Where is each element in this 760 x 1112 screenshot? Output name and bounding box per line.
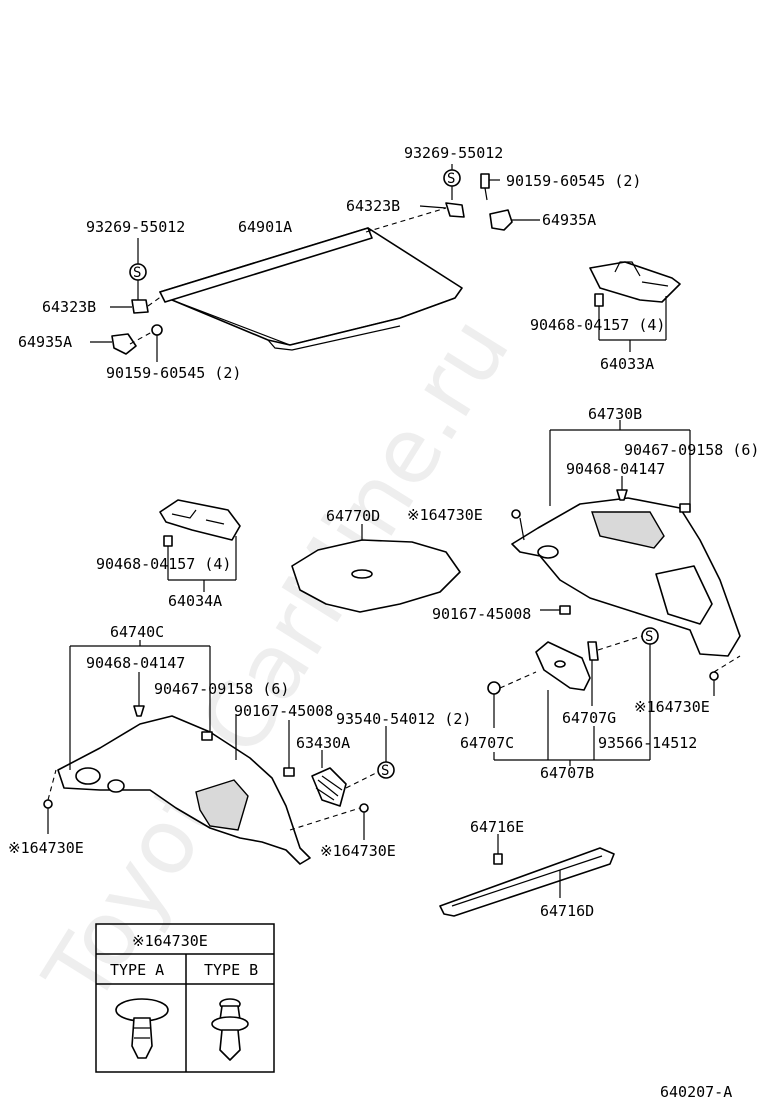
bracket-64935A-left	[111, 333, 137, 355]
screw-90167-left	[283, 767, 295, 777]
cover-lid-64707B	[535, 641, 591, 691]
label-93540-54012: 93540-54012 (2)	[336, 710, 471, 728]
clip-164730E-center	[359, 803, 369, 813]
label-90468-04157-left: 90468-04157 (4)	[96, 555, 231, 573]
label-64740C: 64740C	[110, 623, 164, 641]
label-164730E-right: ※164730E	[634, 698, 710, 716]
figure-id: 640207-A	[660, 1083, 732, 1101]
clip-164730E-right	[709, 671, 719, 681]
clip-90468-04147-left	[133, 705, 145, 717]
sill-plate-64716D	[439, 847, 615, 917]
label-90467-09158-right: 90467-09158 (6)	[624, 441, 759, 459]
grille-63430A	[311, 767, 347, 807]
label-90159-60545-top: 90159-60545 (2)	[506, 172, 641, 190]
clip-164730E-left	[43, 799, 53, 809]
label-93269-55012-left: 93269-55012	[86, 218, 185, 236]
table-col-type-a: TYPE A	[110, 961, 164, 979]
label-93566-14512: 93566-14512	[598, 734, 697, 752]
console-box-64033A	[589, 261, 681, 303]
side-trim-64730B	[511, 497, 741, 657]
screw-90167-right	[559, 605, 571, 615]
label-164730E-mid: ※164730E	[407, 506, 483, 524]
marker-s-left: S	[129, 263, 147, 281]
bracket-64323B-left	[131, 299, 149, 314]
label-64716D: 64716D	[540, 902, 594, 920]
hinge-64707G	[587, 641, 599, 661]
label-64935A-left: 64935A	[18, 333, 72, 351]
console-box-64034A	[159, 499, 241, 541]
label-164730E-center: ※164730E	[320, 842, 396, 860]
svg-text:S: S	[133, 265, 141, 281]
label-90468-04147-right: 90468-04147	[566, 460, 665, 478]
label-63430A: 63430A	[296, 734, 350, 752]
clip-90468-left	[163, 535, 173, 547]
label-64033A: 64033A	[600, 355, 654, 373]
clip-64707C	[487, 681, 501, 695]
label-64716E: 64716E	[470, 818, 524, 836]
screw-90467-right	[679, 503, 691, 513]
floor-mat-64770D	[291, 539, 461, 613]
label-64935A-top: 64935A	[542, 211, 596, 229]
marker-s-top: S	[443, 169, 461, 187]
label-64707B: 64707B	[540, 764, 594, 782]
label-64707C: 64707C	[460, 734, 514, 752]
label-64901A: 64901A	[238, 218, 292, 236]
table-col-type-b: TYPE B	[204, 961, 258, 979]
svg-text:S: S	[645, 629, 653, 645]
clip-type-table: ※164730E TYPE A TYPE B	[95, 923, 275, 1073]
clip-type-b-icon	[211, 998, 249, 1061]
svg-text:S: S	[381, 763, 389, 779]
label-93269-55012-top: 93269-55012	[404, 144, 503, 162]
label-90467-09158-left: 90467-09158 (6)	[154, 680, 289, 698]
label-90159-60545-left: 90159-60545 (2)	[106, 364, 241, 382]
label-90167-45008-left: 90167-45008	[234, 702, 333, 720]
label-90468-04147-left: 90468-04147	[86, 654, 185, 672]
clip-164730E-mid	[511, 509, 521, 519]
label-90167-45008-right: 90167-45008	[432, 605, 531, 623]
clip-type-a-icon	[115, 998, 169, 1059]
screw-90159-left	[151, 324, 163, 336]
clip-90468-right	[594, 293, 604, 307]
screw-90159-right	[480, 173, 490, 201]
label-64323B-left: 64323B	[42, 298, 96, 316]
label-164730E-left: ※164730E	[8, 839, 84, 857]
table-title: ※164730E	[132, 932, 208, 950]
tonneau-cover-64901A	[159, 227, 463, 351]
marker-s-right: S	[641, 627, 659, 645]
label-64034A: 64034A	[168, 592, 222, 610]
label-64707G: 64707G	[562, 709, 616, 727]
clip-90468-04147-right	[616, 489, 628, 501]
bracket-64323B-right	[445, 202, 465, 218]
svg-text:S: S	[447, 171, 455, 187]
marker-s-bottom: S	[377, 761, 395, 779]
screw-90467-left	[201, 731, 213, 741]
side-trim-64740C	[57, 715, 311, 865]
label-64323B-top: 64323B	[346, 197, 400, 215]
label-64770D: 64770D	[326, 507, 380, 525]
screw-64716E	[493, 853, 503, 865]
bracket-64935A-right	[489, 209, 513, 231]
label-64730B: 64730B	[588, 405, 642, 423]
label-90468-04157-right: 90468-04157 (4)	[530, 316, 665, 334]
